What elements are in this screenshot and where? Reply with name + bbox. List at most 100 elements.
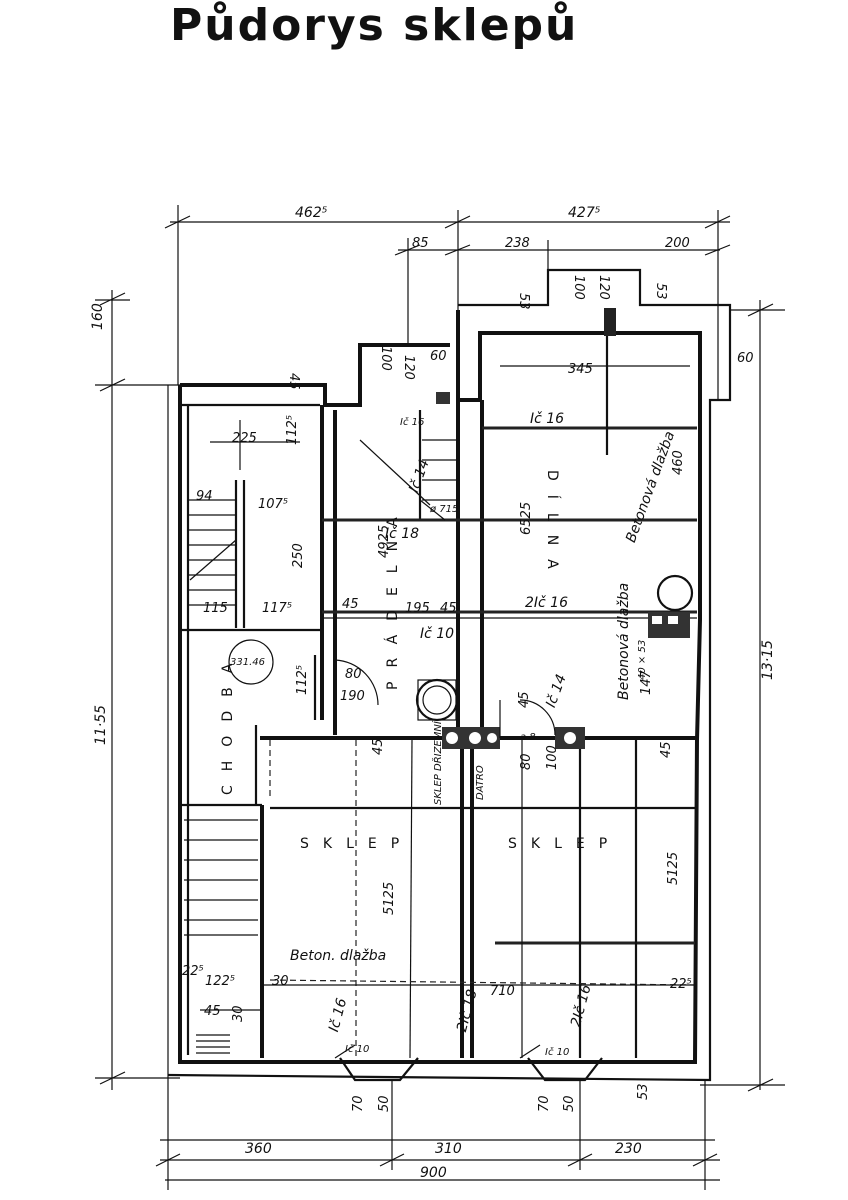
dim-top-right: 427⁵ (568, 205, 601, 221)
dim-80a: 80 (345, 667, 362, 682)
dim-45d: 45 (371, 738, 386, 755)
beam-label-4: 2Ič 16 (525, 595, 568, 611)
dim-45e: 45 (517, 691, 532, 708)
note-small-2: 40 × 53 (637, 640, 648, 680)
dim-100b: 100 (378, 346, 393, 371)
dim-left-1155: 11·55 (93, 705, 109, 745)
dim-53b: 53 (653, 283, 668, 300)
dim-5125b: 5125 (666, 852, 681, 885)
dim-bottom-900: 900 (420, 1165, 447, 1181)
dim-80b: 80 (519, 753, 534, 770)
dim-250: 250 (291, 543, 306, 568)
sklep-dash (269, 979, 696, 986)
chimney-top (604, 308, 616, 336)
dim-60b: 60 (737, 351, 754, 366)
beam-label-2: Ič 14 (406, 457, 433, 495)
dim-30a: 30 (272, 974, 289, 989)
stairs-lower (184, 819, 258, 1054)
dim-345: 345 (568, 362, 593, 377)
dim-70b: 70 (537, 1095, 552, 1112)
beam-label-3: Ič 18 (385, 526, 419, 542)
dim-100a: 100 (571, 275, 586, 300)
stairs-upper (188, 480, 246, 628)
dim-30b: 30 (231, 1005, 246, 1022)
beam-label-6: Ič 14 (543, 672, 570, 710)
stairs-pradelna (359, 439, 456, 521)
dim-50a: 50 (377, 1095, 392, 1112)
dim-1125a: 112⁵ (285, 415, 300, 445)
dim-190: 190 (340, 689, 365, 704)
dim-460: 460 (671, 450, 686, 475)
chimney-blocks (436, 308, 690, 749)
dim-238: 238 (505, 236, 530, 251)
dim-53: 53 (636, 1083, 651, 1100)
room-sklep-left: SKLEP (300, 836, 413, 852)
dim-5125a: 5125 (382, 882, 397, 915)
dim-115: 115 (203, 601, 228, 616)
dim-45b: 45 (342, 597, 359, 612)
dim-70a: 70 (351, 1095, 366, 1112)
dim-45c: 45 (440, 601, 457, 616)
outer-wall-west (178, 385, 699, 1064)
dim-60a: 60 (430, 349, 447, 364)
page-title: Půdorys sklepů (170, 0, 579, 51)
dim-circle (228, 639, 274, 685)
room-chodba: CHODBA (220, 650, 236, 795)
room-pradelna: PRÁDELNA (384, 503, 401, 690)
note-small-4: a 8. (520, 732, 539, 743)
dim-bottom-360: 360 (245, 1141, 272, 1157)
beam-label-5: Ič 10 (420, 626, 454, 642)
beam-label-9: 2Ič 16 (568, 983, 595, 1029)
dim-bottom-310: 310 (435, 1141, 462, 1157)
dim-53a: 53 (516, 293, 531, 310)
dim-1125b: 112⁵ (295, 665, 310, 695)
room-dilna: DÍLNA (544, 470, 561, 583)
dim-right-1315: 13·15 (760, 640, 776, 680)
dim-225: 225 (232, 431, 257, 446)
dim-120b: 120 (401, 355, 416, 380)
dim-225-left: 22⁵ (182, 964, 204, 979)
beam-label-1: Ič 16 (530, 411, 564, 427)
dim-1075: 107⁵ (258, 497, 288, 512)
dimension-lines (95, 205, 785, 1190)
dim-top-left: 462⁵ (295, 205, 328, 221)
dim-45g: 45 (204, 1004, 221, 1019)
beam-label-11: Ič 10 (545, 1046, 569, 1058)
dim-147: 147 (639, 669, 654, 695)
dim-1175: 117⁵ (262, 601, 292, 616)
note-floor-sklep: Beton. dlažba (290, 948, 386, 964)
window-marks (334, 1044, 603, 1082)
dim-4925: 4925 (377, 525, 392, 558)
door-swing (334, 659, 379, 706)
dim-200: 200 (665, 236, 690, 251)
room-labels: DÍLNA PRÁDELNA CHODBA SKLEP SKLEP SKLEP … (220, 470, 621, 852)
dim-94: 94 (196, 489, 213, 504)
dim-710: 710 (490, 984, 515, 999)
dim-45a: 45 (286, 373, 301, 390)
dim-bottom-230: 230 (615, 1141, 642, 1157)
dim-100c: 100 (545, 745, 560, 770)
fixtures (228, 574, 694, 738)
note-small-3: Ič 16 (400, 416, 424, 428)
note-floor-dilna2: Betonová dlažba (616, 583, 632, 700)
well-circle (656, 574, 694, 612)
note-floor-dilna: Betonová dlažba (623, 429, 678, 545)
door-swing-2 (519, 699, 556, 736)
dim-45f: 45 (659, 741, 674, 758)
outer-wall-offset (167, 268, 732, 1082)
beam-label-10: Ič 10 (345, 1043, 369, 1055)
dim-6525: 6525 (519, 502, 534, 535)
dim-33146: 331.46 (230, 657, 265, 668)
dim-1225: 122⁵ (205, 974, 235, 989)
room-datro: DATRO (475, 765, 486, 800)
dim-225-right: 22⁵ (670, 977, 692, 992)
dim-195: 195 (405, 601, 430, 616)
dimension-labels: 462⁵ 427⁵ 85 238 200 53 100 120 53 100 1… (90, 205, 776, 1181)
note-small-1: ø 715 (429, 504, 458, 515)
outer-wall-north-left (180, 343, 450, 407)
dim-120a: 120 (596, 275, 611, 300)
beam-label-8: 2Ič 18 (454, 988, 481, 1034)
room-sklep-right: SKLEP (508, 836, 621, 852)
dim-left-160: 160 (90, 303, 106, 330)
